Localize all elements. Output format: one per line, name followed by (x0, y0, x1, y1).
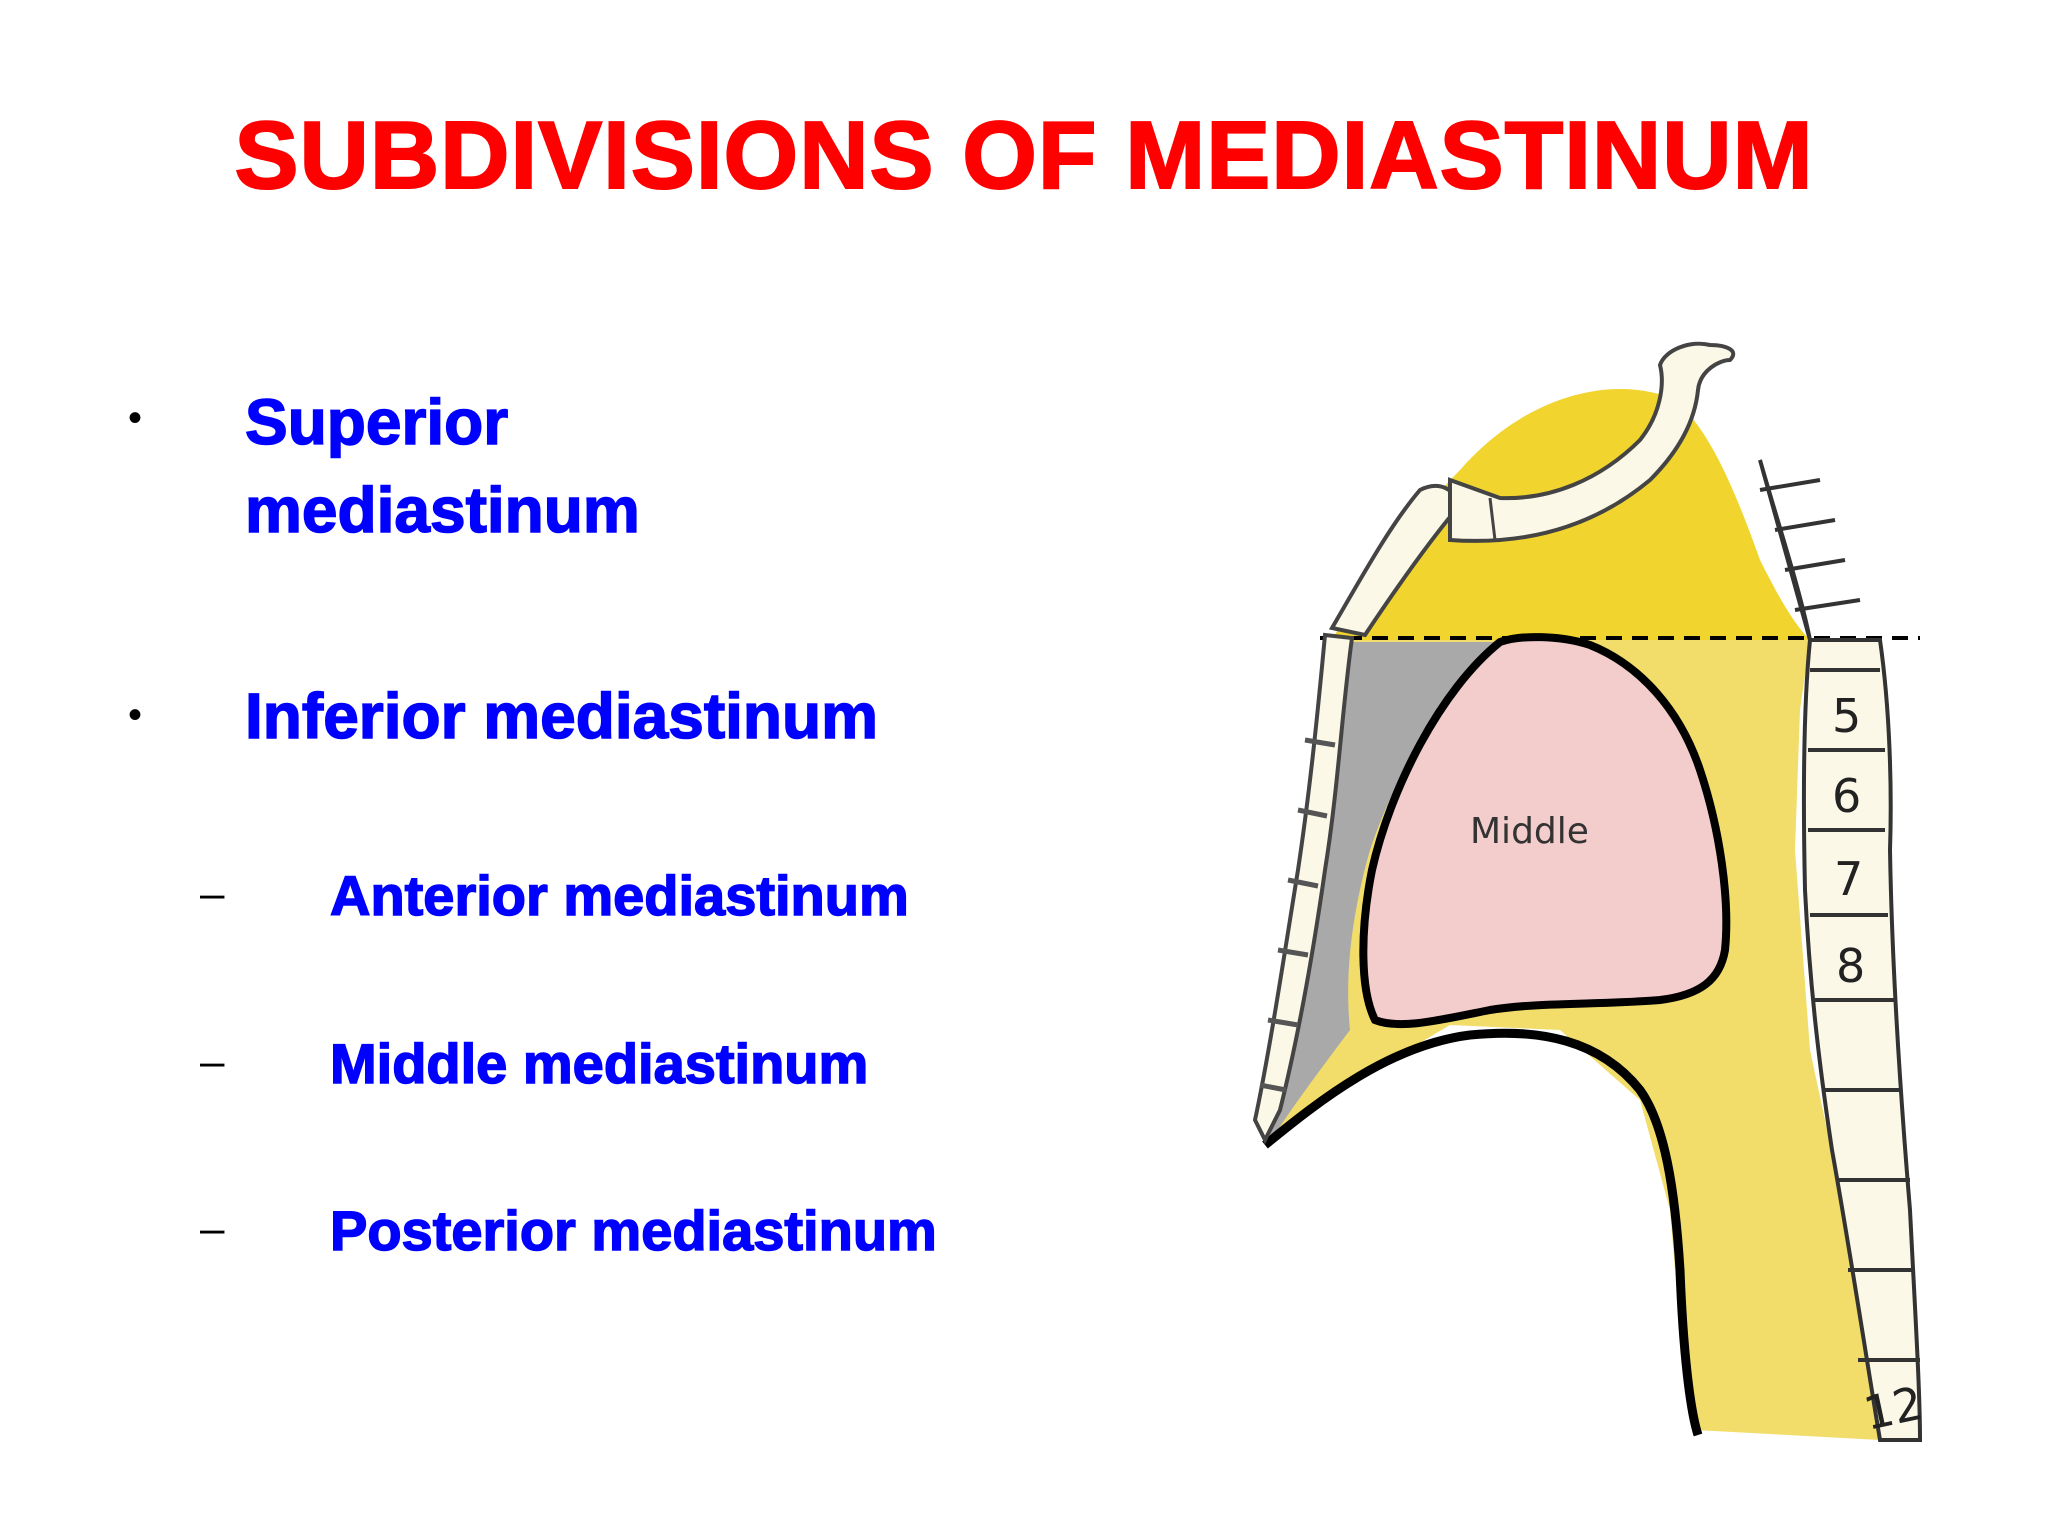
vertebra-label-8: 8 (1836, 939, 1865, 993)
outline-item-inferior: Inferior mediastinum (244, 679, 879, 753)
slide-title: SUBDIVISIONS OF MEDIASTINUM (233, 102, 1814, 209)
vertebra-label-6: 6 (1832, 769, 1861, 823)
mediastinum-sagittal-diagram: Middle 5 6 7 8 12 (1252, 341, 1928, 1442)
vertebra-label-7: 7 (1834, 852, 1863, 906)
bullet-dot: • (128, 693, 143, 737)
outline-item-superior-line2: mediastinum (244, 473, 640, 547)
bullet-dot: • (128, 396, 143, 440)
outline-subitem-posterior: Posterior mediastinum (329, 1198, 937, 1263)
outline-item-superior: Superior mediastinum (244, 378, 640, 554)
sternum-ridges (1259, 737, 1336, 1093)
rib-joint (1488, 497, 1497, 541)
vertebral-column-outline (1758, 459, 1923, 1442)
vertebra-label-12: 12 (1859, 1376, 1927, 1441)
sternum-bone (1252, 632, 1355, 1145)
vertebral-column (1758, 459, 1923, 1442)
bullet-dash: – (200, 869, 225, 918)
vertebra-label-5: 5 (1832, 689, 1861, 743)
outline-item-superior-line1: Superior (244, 385, 509, 459)
bullet-dash: – (200, 1204, 225, 1253)
middle-region-label: Middle (1470, 811, 1589, 852)
outline-subitem-middle: Middle mediastinum (329, 1031, 869, 1096)
bullet-dash: – (200, 1037, 225, 1086)
outline-subitem-anterior: Anterior mediastinum (329, 863, 909, 928)
diaphragm-outline (1262, 1028, 1703, 1437)
first-rib-bone (1448, 341, 1736, 543)
middle-mediastinum-region (1359, 633, 1731, 1029)
